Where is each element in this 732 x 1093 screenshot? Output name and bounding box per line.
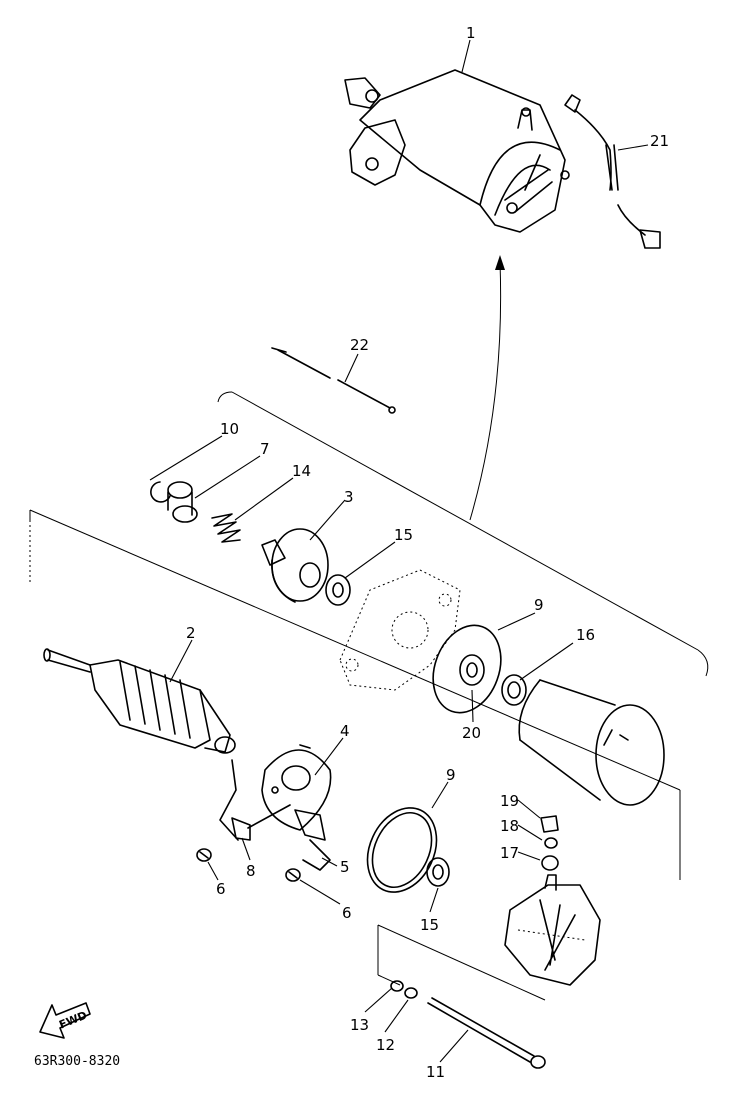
brush-lead-8 (219, 759, 291, 841)
callout-4: 4 (340, 722, 350, 740)
screw-6-right (285, 868, 301, 882)
callout-2: 2 (186, 624, 196, 642)
nut-17 (541, 855, 559, 871)
collar-7 (167, 481, 198, 523)
o-ring-9-upper (432, 624, 502, 714)
washer-13 (390, 980, 404, 992)
oil-seal-20 (459, 654, 485, 686)
diagram-code: 63R300-8320 (34, 1054, 120, 1069)
callout-15-upper: 15 (394, 526, 413, 544)
washer-15-lower (426, 857, 450, 887)
callout-17: 17 (500, 844, 519, 862)
callout-16: 16 (576, 626, 595, 644)
callout-6-left: 6 (216, 880, 226, 898)
o-ring-9-lower (366, 807, 438, 893)
callout-1: 1 (466, 24, 476, 42)
starter-lead-wire (564, 94, 661, 249)
assembly-bracket (29, 391, 709, 1001)
fwd-arrow-icon: FWD (39, 1002, 91, 1039)
washer-15-upper (325, 574, 351, 606)
rear-cover (504, 874, 601, 986)
callout-8: 8 (246, 862, 256, 880)
assembly-arrow (469, 255, 505, 521)
callout-10: 10 (220, 420, 239, 438)
screw-6-left (196, 848, 212, 862)
bolt-22 (271, 347, 396, 414)
washer-12 (404, 987, 418, 999)
cap-19 (540, 815, 559, 833)
through-bolt-11 (427, 997, 546, 1069)
callout-numbers: 1 21 22 10 7 14 3 15 9 16 20 2 4 9 19 18… (186, 24, 669, 1081)
starter-motor-assembly (344, 69, 570, 233)
washer-16 (501, 674, 527, 706)
callout-3: 3 (344, 488, 354, 506)
callout-21: 21 (650, 132, 669, 150)
callout-12: 12 (376, 1036, 395, 1054)
callout-20: 20 (462, 724, 481, 742)
callout-15-lower: 15 (420, 916, 439, 934)
callout-9-upper: 9 (534, 596, 544, 614)
yoke-housing (518, 679, 665, 806)
callout-22: 22 (350, 336, 369, 354)
pinion-clutch-3 (261, 528, 329, 603)
callout-7: 7 (260, 440, 270, 458)
callout-18: 18 (500, 817, 519, 835)
callout-19: 19 (500, 792, 519, 810)
brush-holder-plate-4 (261, 744, 332, 831)
brush-5 (294, 809, 331, 871)
armature-2 (43, 648, 236, 754)
callout-14: 14 (292, 462, 311, 480)
circlip-10 (150, 481, 171, 503)
callout-5: 5 (340, 858, 350, 876)
callout-6-right: 6 (342, 904, 352, 922)
spring-14 (211, 513, 241, 543)
callout-13: 13 (350, 1016, 369, 1034)
callout-11: 11 (426, 1063, 445, 1081)
washer-18 (544, 837, 558, 849)
leader-lines (149, 39, 649, 1063)
callout-9-lower: 9 (446, 766, 456, 784)
front-cover-ghost (339, 569, 461, 691)
